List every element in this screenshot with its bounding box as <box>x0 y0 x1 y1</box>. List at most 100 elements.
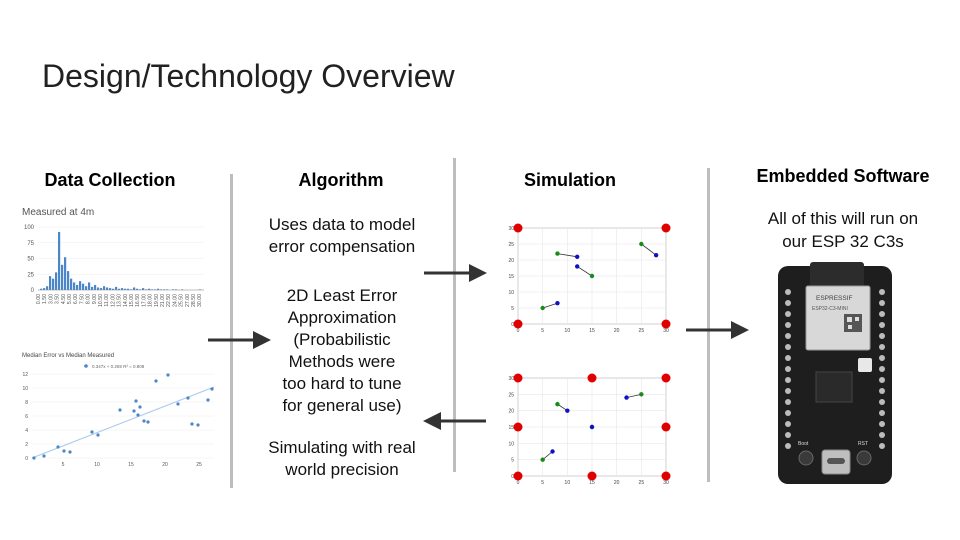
board-pin <box>785 355 791 361</box>
divider-3 <box>707 168 710 482</box>
scatter-point <box>206 398 210 402</box>
histogram-y-tick: 75 <box>27 241 34 247</box>
scatter-x-tick: 5 <box>62 462 65 468</box>
sim-x-tick: 30 <box>663 480 669 486</box>
histogram-bar <box>121 288 124 290</box>
scatter-point <box>176 402 180 406</box>
histogram-bar <box>154 289 157 290</box>
histogram-bar <box>46 286 49 290</box>
algorithm-line: Methods were <box>288 352 396 371</box>
board-pin <box>785 322 791 328</box>
histogram-bars <box>40 232 202 290</box>
sim-anchor-point <box>513 373 523 383</box>
histogram-x-tick: 10.50 <box>98 294 104 307</box>
histogram-bar <box>118 288 121 290</box>
histogram-x-tick: 6.00 <box>73 294 79 304</box>
scatter-point <box>142 419 146 423</box>
histogram-bar <box>79 281 82 290</box>
board-pin <box>785 344 791 350</box>
board-pin <box>879 289 885 295</box>
histogram-bar <box>142 288 145 290</box>
histogram-bar <box>73 282 76 290</box>
histogram-x-tick: 19.50 <box>154 294 160 307</box>
board-pin <box>785 388 791 394</box>
board-chip <box>815 371 853 403</box>
embedded-line: our ESP 32 C3s <box>782 232 904 251</box>
board-pin <box>879 410 885 416</box>
board-pins-left <box>785 289 791 449</box>
histogram-y-tick: 50 <box>27 257 34 263</box>
algorithm-line: (Probabilistic <box>293 330 391 349</box>
histogram-bar <box>58 232 61 290</box>
algorithm-line: 2D Least Error <box>286 286 398 305</box>
histogram-bar <box>139 289 142 290</box>
histogram-bar <box>97 287 100 290</box>
sim-true-point <box>555 401 560 407</box>
scatter-y-tick: 2 <box>25 442 28 448</box>
histogram-bar <box>88 282 91 290</box>
sim-y-tick: 5 <box>511 306 514 312</box>
algorithm-line: too hard to tune <box>282 374 402 393</box>
sim-estimated-point <box>624 395 629 400</box>
scatter-y-tick: 8 <box>25 400 28 406</box>
sim-x-tick: 10 <box>565 328 571 334</box>
scatter-title: Median Error vs Median Measured <box>22 353 114 359</box>
sim-anchor-point <box>513 471 523 481</box>
sim-x-tick: 10 <box>565 480 571 486</box>
board-pin <box>879 377 885 383</box>
histogram-bar <box>70 278 73 290</box>
sim-true-point <box>540 457 545 462</box>
sim-y-tick: 20 <box>508 409 514 415</box>
histogram-x-tick: 13.50 <box>117 294 123 307</box>
scatter-point <box>146 420 150 424</box>
scatter-point <box>154 379 158 383</box>
boot-label: Boot <box>798 441 809 447</box>
algorithm-paragraph-3: Simulating with real world precision <box>250 437 434 481</box>
sim-error-line <box>557 253 578 258</box>
sim-anchor-point <box>513 319 523 329</box>
board-pin <box>879 366 885 372</box>
sim-x-tick: 5 <box>541 480 544 486</box>
board-pin <box>785 366 791 372</box>
histogram-x-tick: 3.00 <box>48 294 54 304</box>
histogram-x-tick: 17.00 <box>141 294 147 307</box>
algorithm-paragraph-1: Uses data to model error compensation <box>250 214 434 258</box>
algorithm-line: Simulating with real <box>268 438 416 457</box>
sim-estimated-point <box>555 301 560 306</box>
histogram-bar <box>133 287 136 290</box>
histogram-x-tick: 5.00 <box>67 294 73 304</box>
board-pins-right <box>879 289 885 449</box>
sim-estimated-point <box>565 408 570 413</box>
histogram-bar <box>55 272 58 290</box>
histogram-bar <box>40 288 43 290</box>
divider-1 <box>230 174 233 488</box>
sim-anchor-point <box>587 373 597 383</box>
histogram-bar <box>157 288 160 290</box>
sim-y-tick: 10 <box>508 441 514 447</box>
sim-error-line <box>641 243 657 256</box>
board-pin <box>879 399 885 405</box>
heading-algorithm: Algorithm <box>298 170 384 190</box>
histogram-x-tick: 25.50 <box>179 294 185 307</box>
histogram-bar <box>100 288 103 290</box>
scatter-point <box>42 454 46 458</box>
board-pin <box>879 311 885 317</box>
histogram-bar <box>145 289 148 290</box>
sim-y-tick: 25 <box>508 242 514 248</box>
sim-x-tick: 0 <box>517 328 520 334</box>
histogram-bar <box>136 288 139 290</box>
sim-anchor-point <box>587 471 597 481</box>
board-pin <box>785 333 791 339</box>
scatter-trendline <box>31 386 215 459</box>
sim-x-tick: 15 <box>589 480 595 486</box>
embedded-description: All of this will run on our ESP 32 C3s <box>736 207 950 253</box>
scatter-point <box>118 408 122 412</box>
histogram-bar <box>112 288 115 290</box>
board-pin <box>879 344 885 350</box>
scatter-x-tick: 20 <box>162 462 168 468</box>
histogram-x-tick: 24.00 <box>172 294 178 307</box>
